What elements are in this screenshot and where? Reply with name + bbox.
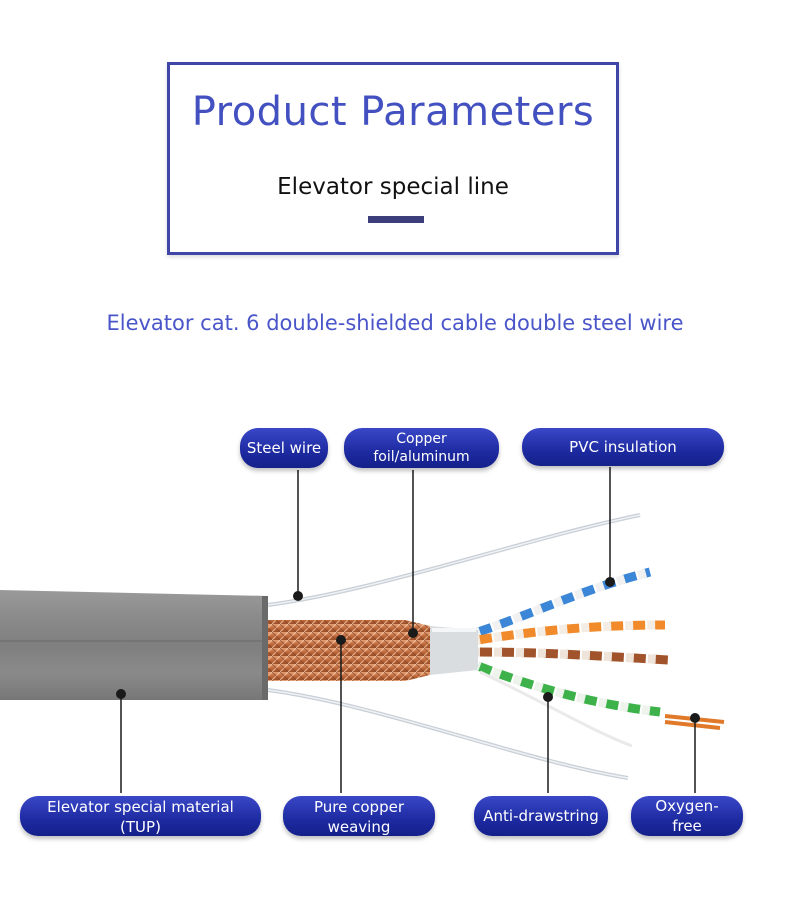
label-pure-copper: Pure copper weaving	[283, 796, 435, 836]
title-box: Product Parameters Elevator special line	[167, 62, 619, 255]
pair-brown	[477, 647, 669, 665]
label-oxygen-free: Oxygen-free	[631, 796, 743, 836]
pair-orange	[477, 620, 666, 645]
aluminum-foil	[430, 626, 478, 675]
cable-jacket	[0, 590, 268, 700]
pair-blue	[476, 567, 652, 637]
label-steel-wire: Steel wire	[240, 428, 328, 468]
copper-braid	[268, 620, 430, 681]
drawstring	[479, 670, 633, 748]
page-subtitle: Elevator special line	[277, 174, 509, 200]
title-underline	[368, 216, 424, 223]
steel-wire-bottom	[267, 688, 629, 780]
label-pvc-insulation: PVC insulation	[522, 428, 724, 466]
page-title: Product Parameters	[191, 89, 595, 135]
label-elevator-material: Elevator special material (TUP)	[20, 796, 261, 836]
label-copper-foil: Copper foil/aluminum	[344, 428, 499, 468]
product-heading: Elevator cat. 6 double-shielded cable do…	[106, 311, 684, 335]
label-anti-drawstring: Anti-drawstring	[474, 796, 608, 836]
pair-green	[476, 661, 661, 717]
